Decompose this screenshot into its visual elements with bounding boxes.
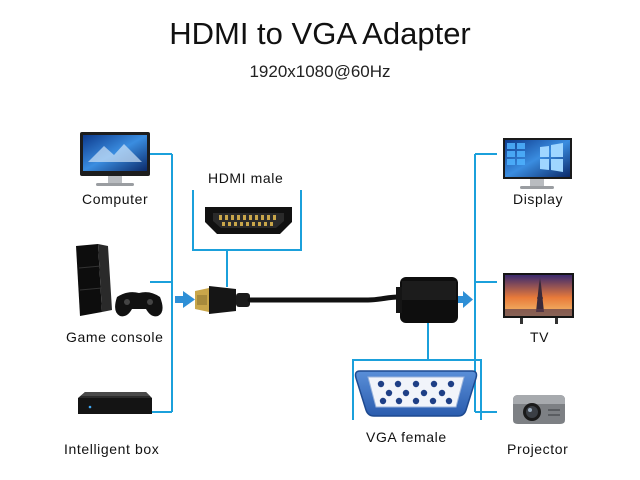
game-console-icon (76, 244, 163, 317)
source-label-computer: Computer (82, 191, 149, 207)
source-bracket-lines (150, 153, 173, 413)
source-label-game-console: Game console (66, 329, 164, 345)
source-label-intelligent-box: Intelligent box (64, 441, 160, 457)
output-label-tv: TV (530, 329, 550, 345)
hdmi-port-icon (205, 207, 292, 234)
vga-callout (352, 323, 482, 420)
vga-female-label: VGA female (366, 429, 447, 445)
display-monitor-icon (503, 138, 572, 189)
input-arrow-icon (175, 291, 195, 308)
output-label-display: Display (513, 191, 564, 207)
page-subtitle: 1920x1080@60Hz (249, 62, 391, 81)
page-title: HDMI to VGA Adapter (169, 16, 471, 51)
hdmi-male-label: HDMI male (208, 170, 284, 186)
vga-port-icon (354, 370, 478, 417)
output-bracket-lines (474, 153, 497, 413)
output-label-projector: Projector (507, 441, 569, 457)
output-arrow-icon (455, 291, 473, 308)
adapter-cable-icon (195, 277, 458, 323)
tv-icon (503, 273, 574, 324)
computer-monitor-icon (80, 132, 150, 186)
hdmi-callout (192, 190, 302, 287)
projector-icon (513, 395, 565, 424)
tv-box-icon (78, 392, 152, 414)
